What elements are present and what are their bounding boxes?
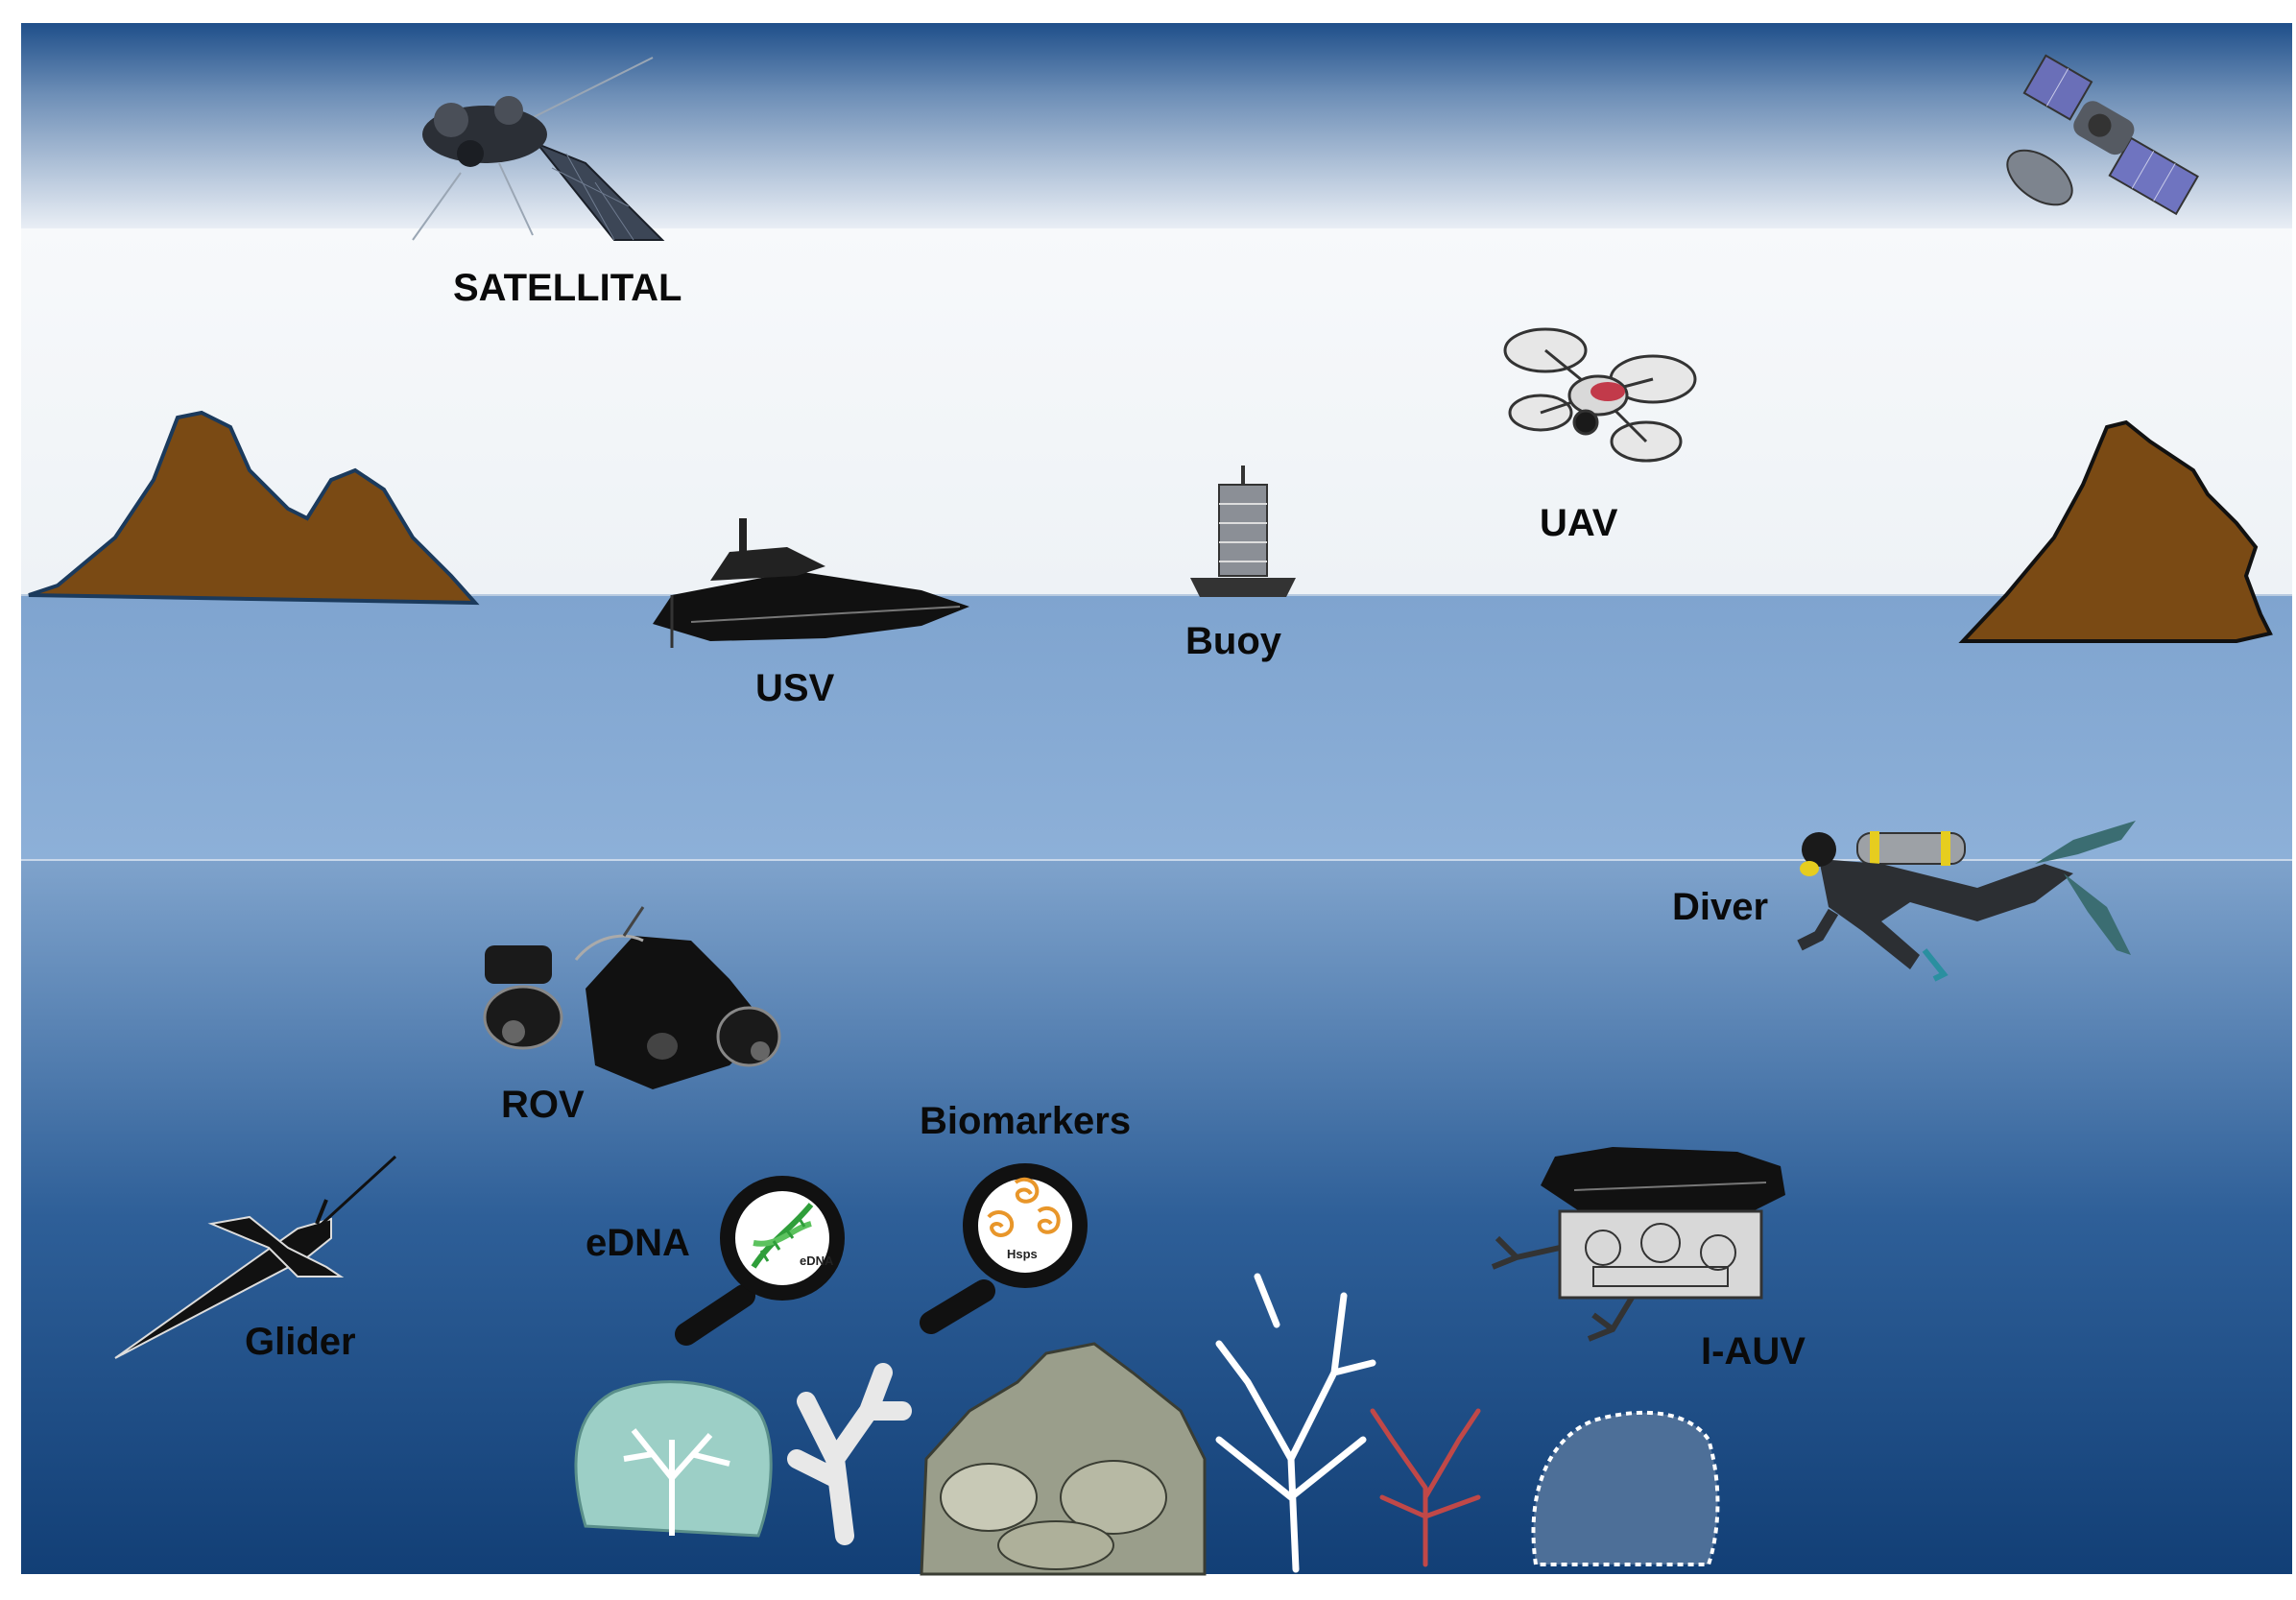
glider-icon [114,1155,397,1359]
coral-watercolor-icon [574,1380,773,1538]
biomarkers-label: Biomarkers [920,1100,1132,1142]
sky-upper-band [21,23,2292,228]
buoy-icon [1190,466,1296,597]
uav-drone-icon [1503,327,1697,463]
satellite-right-icon [2022,54,2199,216]
usv-label: USV [755,667,835,709]
rov-label: ROV [501,1084,585,1126]
satellital-label: SATELLITAL [453,267,682,309]
coral-white-fan-icon [1215,1273,1376,1573]
diver-label: Diver [1672,886,1769,928]
left-island [28,410,480,606]
right-island [1958,419,2273,643]
buoy-label: Buoy [1185,620,1281,662]
uav-label: UAV [1540,502,1618,544]
rov-icon [483,906,781,1089]
usv-boat-icon [653,518,969,648]
coral-lace-icon [1531,1410,1720,1566]
edna-lens-text: eDNA [800,1254,834,1268]
i-auv-label: I-AUV [1701,1330,1806,1373]
coral-red-icon [1370,1408,1481,1567]
i-auv-icon [1491,1147,1785,1342]
biomarkers-magnifier-icon: Hsps [920,1163,1088,1334]
hsps-lens-text: Hsps [1007,1247,1038,1261]
edna-magnifier-icon: eDNA [675,1176,845,1346]
satellite-dish-icon [2006,149,2073,206]
surface-water-layer [21,595,2292,860]
glider-label: Glider [245,1321,356,1363]
coral-reef-cluster-icon [920,1342,1207,1576]
satellite-left-icon [412,57,665,241]
edna-label: eDNA [586,1222,690,1264]
coral-white-branch-icon [787,1363,912,1545]
diver-icon [1797,821,2136,982]
